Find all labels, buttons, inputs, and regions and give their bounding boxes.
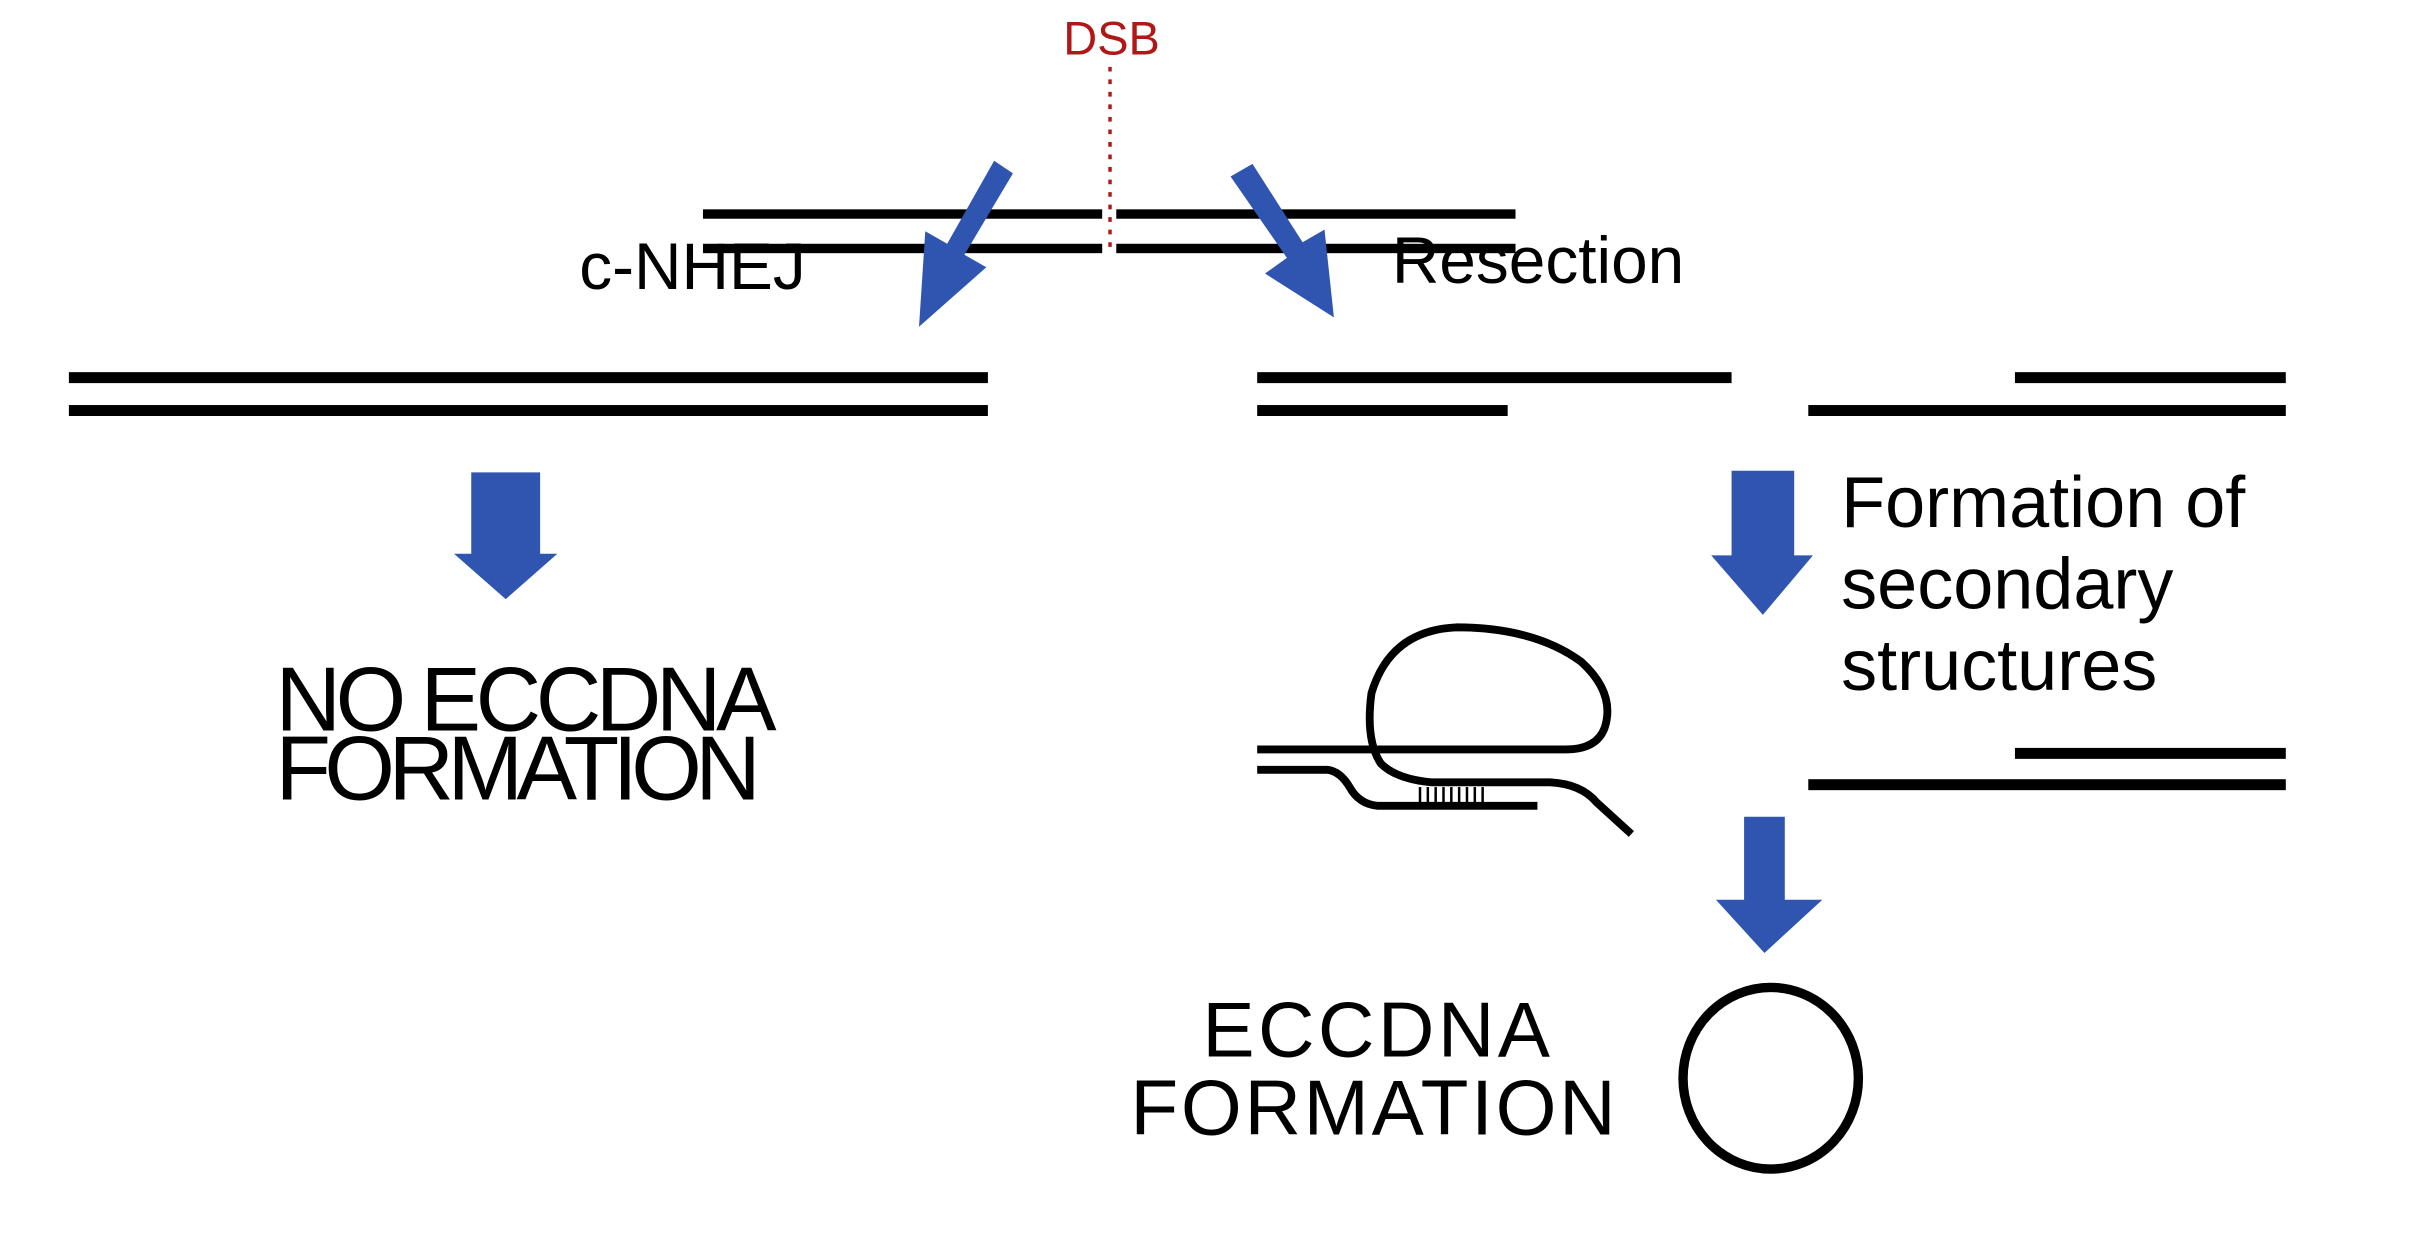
dsb-label: DSB — [1063, 11, 1160, 64]
arrow-down-icon-right-1 — [1711, 470, 1813, 615]
top-strand-upper-right — [1116, 209, 1516, 219]
eccdna-line2: FORMATION — [1130, 1064, 1615, 1152]
arrow-down-left-icon — [919, 160, 1013, 327]
arrow-down-right-icon — [1230, 163, 1334, 318]
arrow-down-icon-right-2 — [1715, 816, 1823, 953]
arrow-down-icon-left — [454, 472, 558, 600]
resection-label: Resection — [1392, 223, 1684, 297]
no-eccdna-line1: NO ECCDNA — [276, 650, 777, 751]
repaired-strand-lower — [68, 405, 988, 416]
no-eccdna-line2: FORMATION — [276, 719, 761, 820]
step-line1: Formation of — [1841, 463, 2246, 543]
resected-left-lower — [1257, 405, 1508, 416]
step-line3: structures — [1841, 626, 2157, 706]
resected-left-upper — [1257, 372, 1732, 384]
remaining-strands — [1808, 747, 2286, 791]
base-pairs — [1418, 787, 1484, 803]
resected-strands — [1257, 372, 2286, 416]
eccdna-circle-icon — [1678, 982, 1864, 1174]
remaining-right-lower — [1808, 779, 2286, 791]
repaired-double-strand — [68, 372, 988, 416]
resected-right-lower — [1808, 405, 2286, 416]
top-strand-lower-left — [702, 243, 1103, 254]
secondary-structure-icon — [1257, 623, 1634, 837]
top-strand-upper-left — [702, 209, 1103, 219]
step-line2: secondary — [1841, 545, 2173, 625]
remaining-right-upper — [2014, 747, 2286, 759]
repaired-strand-upper — [68, 372, 988, 384]
c-nhej-label: c-NHEJ — [579, 229, 805, 303]
resected-right-upper — [2014, 372, 2286, 384]
